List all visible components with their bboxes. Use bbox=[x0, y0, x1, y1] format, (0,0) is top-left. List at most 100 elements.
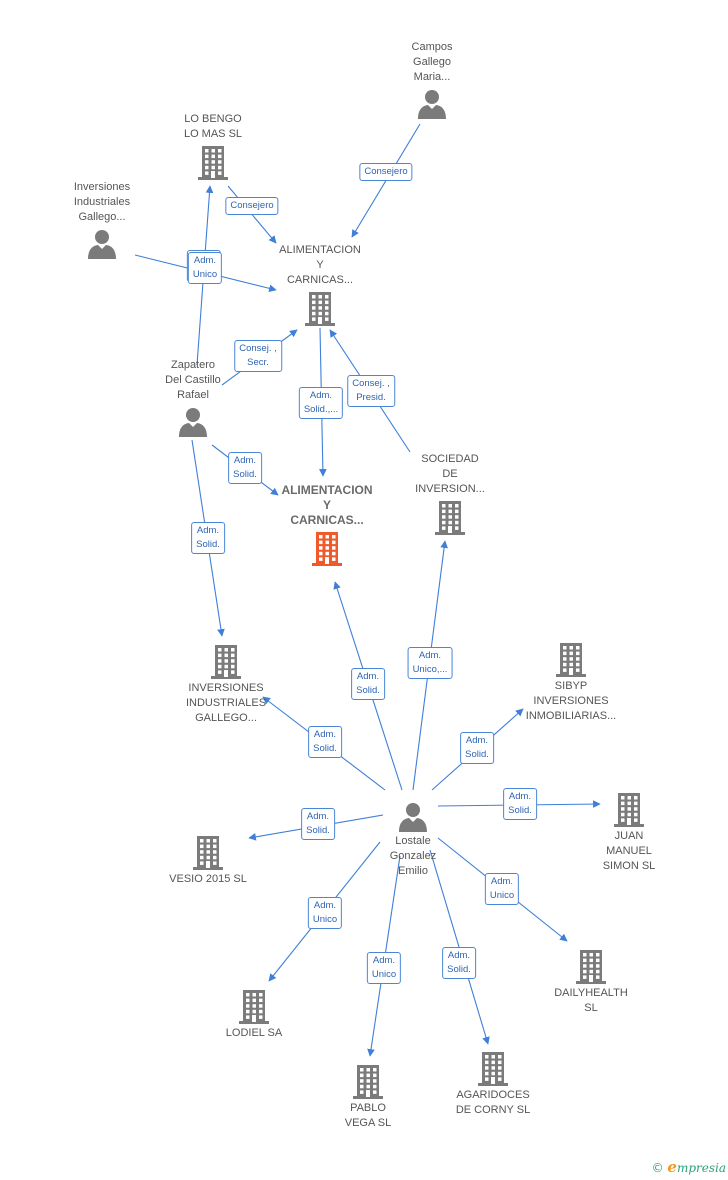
edge-role-line: Adm. bbox=[313, 900, 337, 911]
edge-role-line: Solid. bbox=[233, 469, 257, 480]
node-label-line: Gallego... bbox=[78, 211, 126, 223]
node-label-line: PABLO bbox=[350, 1102, 386, 1114]
node-label-line: Y bbox=[316, 259, 324, 271]
edge-role-line: Unico bbox=[192, 269, 218, 280]
building-icon bbox=[193, 836, 223, 870]
edge-role-label[interactable]: Adm.Solid. bbox=[308, 726, 342, 758]
edge-role-line: Adm. bbox=[309, 390, 333, 401]
edge-role-label[interactable]: Consej. ,Secr. bbox=[234, 340, 282, 372]
node-label-line: Industriales bbox=[73, 196, 131, 208]
edge-role-label[interactable]: Adm.Solid. bbox=[191, 522, 225, 554]
node-label-line: ALIMENTACION bbox=[281, 483, 373, 497]
person-icon bbox=[399, 803, 427, 832]
building-icon bbox=[435, 501, 465, 535]
edge-role-line: Solid. bbox=[465, 749, 489, 760]
edge-role-line: Adm. bbox=[356, 671, 380, 682]
edge-role-label[interactable]: Adm.Unico bbox=[484, 873, 520, 905]
edge-role-label[interactable]: Adm.Solid. bbox=[351, 668, 385, 700]
edge-role-line: Solid. bbox=[313, 743, 337, 754]
node-label: LODIEL SA bbox=[214, 1026, 294, 1041]
node-inv-ind-co[interactable]: INVERSIONES INDUSTRIALES GALLEGO... bbox=[176, 645, 276, 726]
edge-role-label[interactable]: Adm.Solid. bbox=[503, 788, 537, 820]
node-label-line: Del Castillo bbox=[165, 374, 221, 386]
node-label-line: DE bbox=[442, 468, 458, 480]
edge-role-label[interactable]: Adm.Unico bbox=[366, 952, 402, 984]
node-sibyp[interactable]: SIBYP INVERSIONES INMOBILIARIAS... bbox=[516, 643, 626, 724]
node-label-line: CARNICAS... bbox=[286, 274, 353, 286]
node-label-line: INDUSTRIALES bbox=[185, 697, 267, 709]
node-label-line: Lostale bbox=[395, 835, 431, 847]
edge-role-line: Presid. bbox=[356, 392, 386, 403]
edge-role-line: Unico bbox=[312, 914, 338, 925]
person-icon bbox=[88, 230, 116, 259]
person-icon bbox=[418, 90, 446, 119]
edge-role-label[interactable]: Adm.Solid. bbox=[442, 947, 476, 979]
node-alim-top[interactable]: ALIMENTACION Y CARNICAS... bbox=[260, 243, 380, 326]
edge-role-line: Adm. bbox=[306, 811, 330, 822]
node-label-line: LO MAS SL bbox=[183, 128, 243, 140]
edge-role-label[interactable]: Adm. Solid. bbox=[228, 452, 262, 484]
building-icon bbox=[556, 643, 586, 677]
edge-role-label[interactable]: Consejero bbox=[225, 197, 279, 215]
edge-role-line: Solid. bbox=[306, 825, 330, 836]
building-icon bbox=[239, 990, 269, 1024]
edge-role-line: Adm. bbox=[465, 735, 489, 746]
building-icon bbox=[576, 950, 606, 984]
edge-role-label[interactable]: Consej. , Presid. bbox=[347, 375, 395, 407]
edge-role-label[interactable]: Adm.Unico,... bbox=[407, 647, 453, 679]
node-label: SIBYP INVERSIONES INMOBILIARIAS... bbox=[516, 679, 626, 724]
node-label-line: SIBYP bbox=[554, 680, 588, 692]
edge-role-line: Solid. bbox=[447, 964, 471, 975]
building-icon bbox=[353, 1065, 383, 1099]
edge-role-line: Consej. , bbox=[352, 378, 390, 389]
edge-role-line: Consejero bbox=[364, 166, 408, 177]
node-label-line: DE CORNY SL bbox=[455, 1104, 531, 1116]
edge-role-label[interactable]: Consejero bbox=[359, 163, 413, 181]
edge-role-label[interactable]: Adm.Solid.,... bbox=[298, 387, 344, 419]
brand-footer[interactable]: © empresia bbox=[652, 1158, 726, 1176]
node-label: INVERSIONES INDUSTRIALES GALLEGO... bbox=[176, 681, 276, 726]
node-label-line: INVERSIONES bbox=[188, 682, 264, 694]
edge-role-line: Adm. bbox=[233, 455, 257, 466]
node-label-line: INMOBILIARIAS... bbox=[525, 710, 617, 722]
edge-role-line: Adm. bbox=[418, 650, 442, 661]
node-vesio[interactable]: VESIO 2015 SL bbox=[158, 836, 258, 887]
edge-role-line: Adm. bbox=[372, 955, 396, 966]
node-label-line: Gonzalez bbox=[389, 850, 437, 862]
node-label-line: ALIMENTACION bbox=[279, 244, 361, 256]
edge-role-line: Consej. , bbox=[239, 343, 277, 354]
node-label-line: GALLEGO... bbox=[195, 712, 257, 724]
edge-role-label[interactable]: Adm.Unico bbox=[187, 252, 223, 284]
edge-role-label[interactable]: Adm. Unico bbox=[307, 897, 343, 929]
node-label-line: LODIEL SA bbox=[225, 1027, 283, 1039]
node-label-line: Campos bbox=[411, 41, 453, 53]
node-lodiel[interactable]: LODIEL SA bbox=[214, 990, 294, 1041]
person-icon bbox=[179, 408, 207, 437]
edge-role-label[interactable]: Adm. Solid. bbox=[301, 808, 335, 840]
node-label-line: Emilio bbox=[398, 865, 428, 877]
edge-role-label[interactable]: Adm. Solid. bbox=[460, 732, 494, 764]
node-label-line: Maria... bbox=[413, 71, 451, 83]
building-icon bbox=[305, 292, 335, 326]
node-label-line: INVERSIONES bbox=[533, 695, 609, 707]
building-icon bbox=[211, 645, 241, 679]
building-icon bbox=[478, 1052, 508, 1086]
